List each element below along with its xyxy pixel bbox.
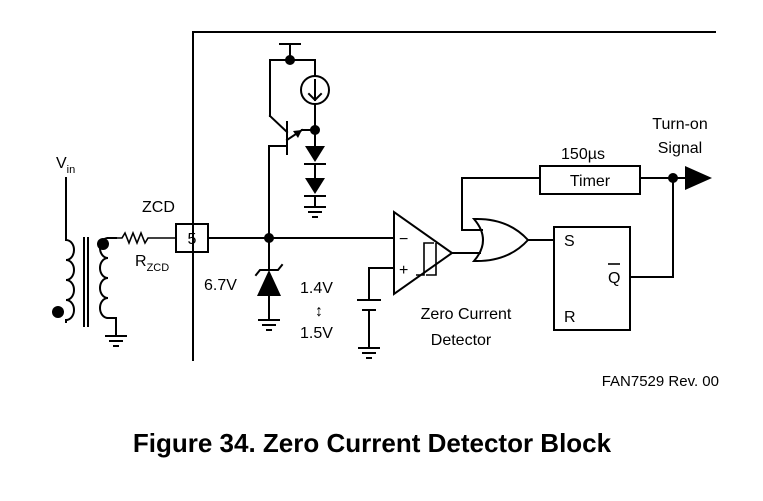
reference-source	[357, 267, 395, 347]
rzcd-label: RZCD	[135, 253, 169, 274]
comparator	[393, 210, 481, 296]
sr-latch	[553, 177, 674, 331]
zener-diode	[254, 237, 284, 296]
output-label-line1: Turn-on	[652, 116, 707, 133]
reference-high-label: 1.4V	[300, 280, 333, 297]
comparator-label-line1: Zero Current	[421, 306, 512, 323]
pin-number: 5	[188, 231, 197, 248]
ground-symbols	[105, 206, 380, 359]
output-label-line2: Signal	[658, 140, 702, 157]
transformer	[52, 177, 117, 335]
current-source-icon	[300, 75, 330, 147]
latch-q-label: Q	[608, 270, 620, 287]
latch-r-label: R	[564, 309, 576, 326]
timer-label: Timer	[570, 173, 611, 190]
supply-rail	[269, 43, 316, 77]
reference-range-arrow-icon: ↕	[315, 303, 323, 320]
comparator-label-line2: Detector	[431, 332, 492, 349]
clamp-transistor	[268, 59, 316, 239]
rzcd-resistor	[116, 230, 176, 246]
comparator-minus-sign: −	[399, 231, 408, 248]
zcd-label: ZCD	[142, 199, 175, 216]
timer-duration-label: 150µs	[561, 146, 605, 163]
ic-boundary	[192, 31, 716, 361]
revision-label: FAN7529 Rev. 00	[602, 373, 719, 390]
vin-label: Vin	[56, 155, 75, 176]
latch-s-label: S	[564, 233, 575, 250]
reference-low-label: 1.5V	[300, 325, 333, 342]
or-gate	[461, 177, 555, 263]
diode-string	[304, 146, 326, 208]
timer-block	[539, 165, 712, 195]
comparator-plus-sign: +	[399, 262, 408, 279]
figure-caption: Figure 34. Zero Current Detector Block	[133, 428, 612, 458]
zener-voltage-label: 6.7V	[204, 277, 237, 294]
